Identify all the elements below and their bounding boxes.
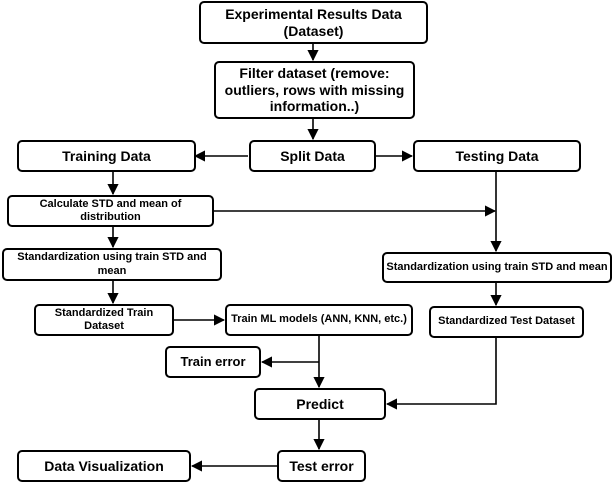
node-split-label: Split Data xyxy=(280,147,345,164)
node-std-test-label: Standardization using train STD and mean xyxy=(386,260,608,273)
node-standardized-test: Standardized Test Dataset xyxy=(429,306,584,338)
node-train-error: Train error xyxy=(165,346,261,378)
node-training: Training Data xyxy=(17,140,196,172)
node-testing: Testing Data xyxy=(413,140,581,172)
node-standardized-train-label: Standardized Train Dataset xyxy=(54,306,154,332)
arrow-standardized-test-to-predict xyxy=(385,338,497,410)
node-standardized-train: Standardized Train Dataset xyxy=(34,304,174,336)
node-train-ml: Train ML models (ANN, KNN, etc.) xyxy=(225,304,413,336)
node-split: Split Data xyxy=(249,140,376,172)
node-std-train: Standardization using train STD and mean xyxy=(2,248,222,281)
node-test-error-label: Test error xyxy=(289,457,354,474)
node-data-vis: Data Visualization xyxy=(17,450,191,482)
node-std-test: Standardization using train STD and mean xyxy=(382,252,612,283)
node-standardized-test-label: Standardized Test Dataset xyxy=(438,315,575,328)
node-train-error-label: Train error xyxy=(180,354,246,370)
node-train-ml-label: Train ML models (ANN, KNN, etc.) xyxy=(231,313,407,326)
node-calc: Calculate STD and mean of distribution xyxy=(7,195,214,227)
node-calc-label: Calculate STD and mean of distribution xyxy=(39,197,182,223)
node-std-train-label: Standardization using train STD and mean xyxy=(17,251,207,277)
node-predict: Predict xyxy=(254,388,386,420)
node-filter-label: Filter dataset (remove: outliers, rows w… xyxy=(224,64,405,115)
node-dataset: Experimental Results Data (Dataset) xyxy=(199,1,428,44)
node-test-error: Test error xyxy=(277,450,366,482)
node-dataset-label: Experimental Results Data (Dataset) xyxy=(225,5,402,39)
node-data-vis-label: Data Visualization xyxy=(44,457,164,474)
node-filter: Filter dataset (remove: outliers, rows w… xyxy=(214,61,415,119)
node-training-label: Training Data xyxy=(62,147,151,164)
node-testing-label: Testing Data xyxy=(455,147,539,164)
node-predict-label: Predict xyxy=(296,395,344,412)
